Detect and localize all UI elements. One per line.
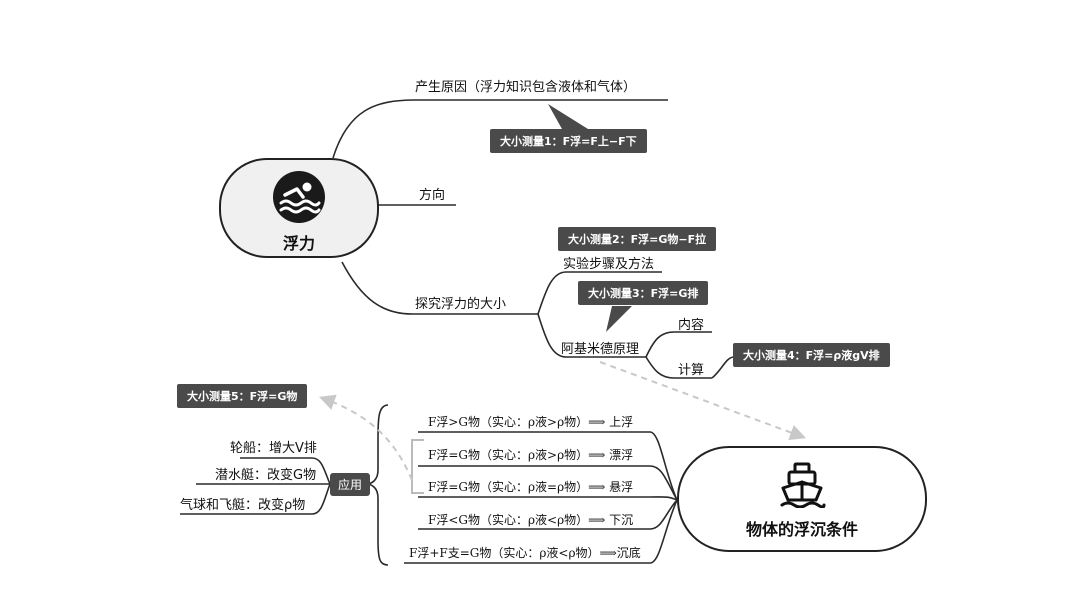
application-balloon: 气球和飞艇：改变ρ物	[180, 498, 306, 513]
edge-explore-archimedes	[537, 313, 646, 358]
swimmer-icon	[273, 171, 325, 223]
branch-cause: 产生原因（浮力知识包含液体和气体）	[415, 80, 637, 95]
edge-cond-3	[418, 496, 678, 501]
condition-bottom: F浮+F支=G物（实心：ρ液<ρ物）⟹沉底	[409, 546, 641, 560]
edge-app-1	[240, 457, 331, 485]
edge-archimedes-content	[645, 331, 712, 358]
callout-pointer-1	[548, 104, 588, 129]
measure-callout-4: 大小测量4：F浮=ρ液gV排	[733, 343, 890, 367]
branch-direction: 方向	[419, 188, 446, 203]
root-node[interactable]: 浮力	[219, 158, 379, 258]
measure-callout-3: 大小测量3：F浮=G排	[578, 281, 709, 305]
edge-calc-measure4	[711, 356, 735, 379]
root-title: 浮力	[282, 234, 315, 253]
condition-rise: F浮>G物（实心：ρ液>ρ物）⟹ 上浮	[428, 415, 634, 429]
edge-archimedes-calc	[645, 356, 712, 379]
conditions-node[interactable]: 物体的浮沉条件	[677, 446, 927, 552]
ship-icon	[778, 460, 826, 509]
branch-steps: 实验步骤及方法	[563, 257, 655, 272]
measure-callout-1: 大小测量1：F浮=F上−F下	[490, 129, 647, 153]
branch-archimedes: 阿基米德原理	[561, 342, 640, 357]
application-tag: 应用	[330, 473, 371, 496]
condition-suspend: F浮=G物（实心：ρ液=ρ物）⟹ 悬浮	[428, 480, 634, 494]
edge-cond-5	[404, 499, 678, 564]
condition-sink: F浮<G物（实心：ρ液<ρ物）⟹ 下沉	[428, 513, 634, 527]
bracket-gray	[411, 439, 424, 494]
measure-callout-2: 大小测量2：F浮=G物−F拉	[558, 227, 717, 251]
edge-cond-2	[418, 465, 678, 501]
dashed-arrow-measure5	[318, 394, 413, 481]
measure-callout-5: 大小测量5：F浮=G物	[177, 384, 308, 408]
branch-explore: 探究浮力的大小	[415, 297, 507, 312]
application-submarine: 潜水艇：改变G物	[215, 468, 317, 483]
edge-app-3	[180, 483, 331, 515]
callout-pointer-3	[606, 306, 632, 332]
branch-calc: 计算	[678, 363, 705, 378]
dashed-arrow-conditions	[599, 361, 807, 441]
conditions-title: 物体的浮沉条件	[745, 520, 858, 539]
edge-cond-4	[418, 499, 678, 530]
edge-root-cause	[332, 99, 668, 159]
branch-content: 内容	[678, 318, 705, 333]
application-ship: 轮船：增大V排	[230, 441, 317, 456]
edge-explore-steps	[537, 271, 662, 315]
edge-cond-1	[418, 431, 678, 501]
edge-root-explore	[341, 261, 538, 315]
condition-float: F浮=G物（实心：ρ液>ρ物）⟹ 漂浮	[428, 448, 634, 462]
